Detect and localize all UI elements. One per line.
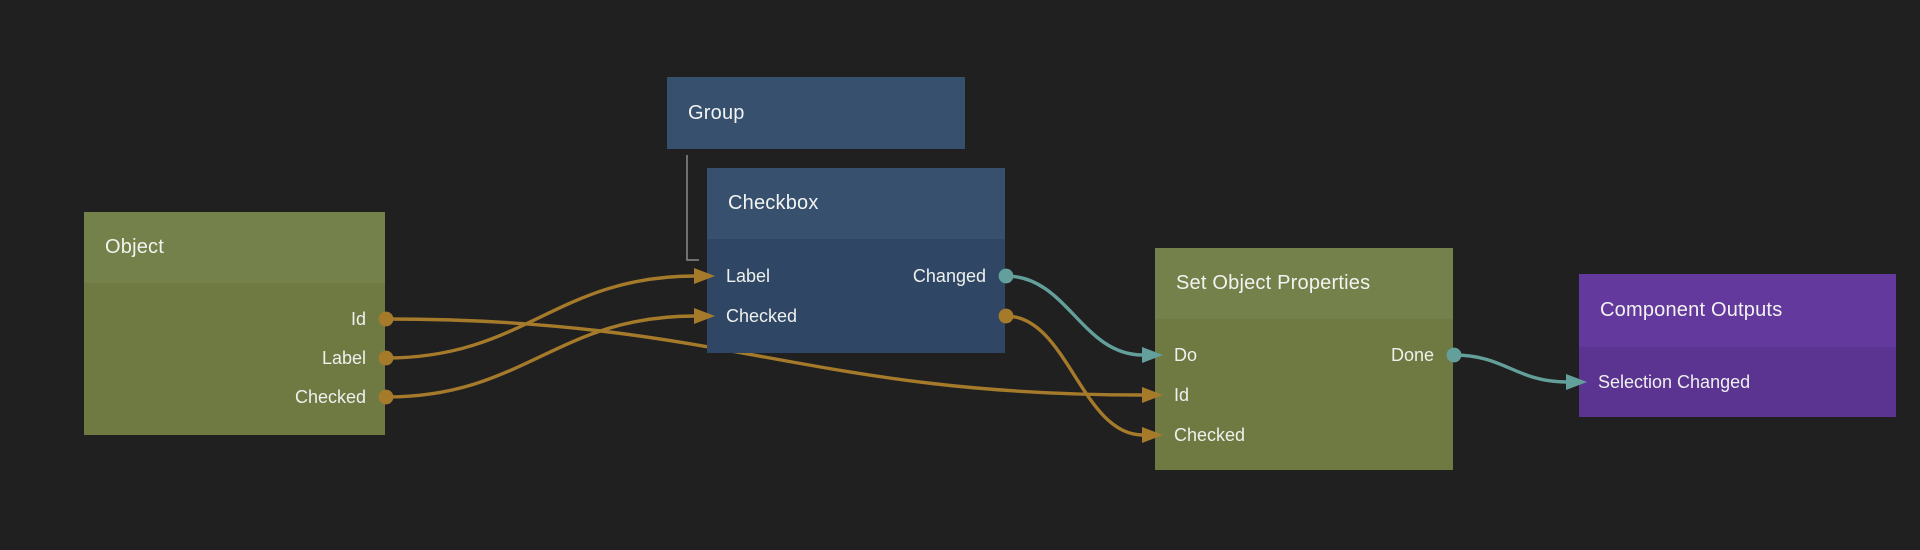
wire-checkbox-to-set-object-properties[interactable] <box>1004 314 1145 437</box>
wire-object-to-checkbox[interactable] <box>384 274 697 360</box>
input-port-arrow-checkbox[interactable] <box>694 308 715 324</box>
wire-set-object-properties-to-component-outputs[interactable] <box>1452 353 1569 384</box>
group-child-connector-line <box>686 155 699 261</box>
node-checkbox-header[interactable]: Checkbox <box>707 168 1005 239</box>
output-port-dot-checkbox[interactable] <box>998 268 1014 284</box>
node-set-object-properties-header[interactable]: Set Object Properties <box>1155 248 1453 319</box>
output-port-dot-set-object-properties[interactable] <box>1446 347 1462 363</box>
node-checkbox-title: Checkbox <box>728 192 819 214</box>
output-port-dot-object[interactable] <box>378 350 394 366</box>
node-object-title: Object <box>105 236 165 258</box>
input-port-arrow-checkbox[interactable] <box>694 268 715 284</box>
output-port-dot-object[interactable] <box>378 389 394 405</box>
node-component-outputs-header[interactable]: Component Outputs <box>1579 274 1896 347</box>
input-port-arrow-set-object-properties[interactable] <box>1142 387 1163 403</box>
node-object-header[interactable]: Object <box>84 212 385 283</box>
node-object[interactable]: Object Id Label Checked <box>84 212 385 435</box>
input-port-arrow-set-object-properties[interactable] <box>1142 347 1163 363</box>
input-port-arrow-component-outputs[interactable] <box>1566 374 1587 390</box>
wire-object-to-checkbox[interactable] <box>384 314 697 399</box>
output-port-dot-object[interactable] <box>378 311 394 327</box>
node-component-outputs-title: Component Outputs <box>1600 299 1783 321</box>
node-component-outputs[interactable]: Component Outputs Selection Changed <box>1579 274 1896 417</box>
output-port-dot-checkbox[interactable] <box>998 308 1014 324</box>
input-port-arrow-set-object-properties[interactable] <box>1142 427 1163 443</box>
node-group[interactable]: Group <box>667 77 965 149</box>
node-set-object-properties[interactable]: Set Object Properties Do Done Id Checked <box>1155 248 1453 470</box>
wire-object-to-set-object-properties[interactable] <box>384 317 1145 397</box>
node-set-object-properties-title: Set Object Properties <box>1176 272 1371 294</box>
node-group-title: Group <box>688 101 745 124</box>
node-group-header[interactable]: Group <box>667 77 965 149</box>
wire-checkbox-to-set-object-properties[interactable] <box>1004 274 1145 357</box>
